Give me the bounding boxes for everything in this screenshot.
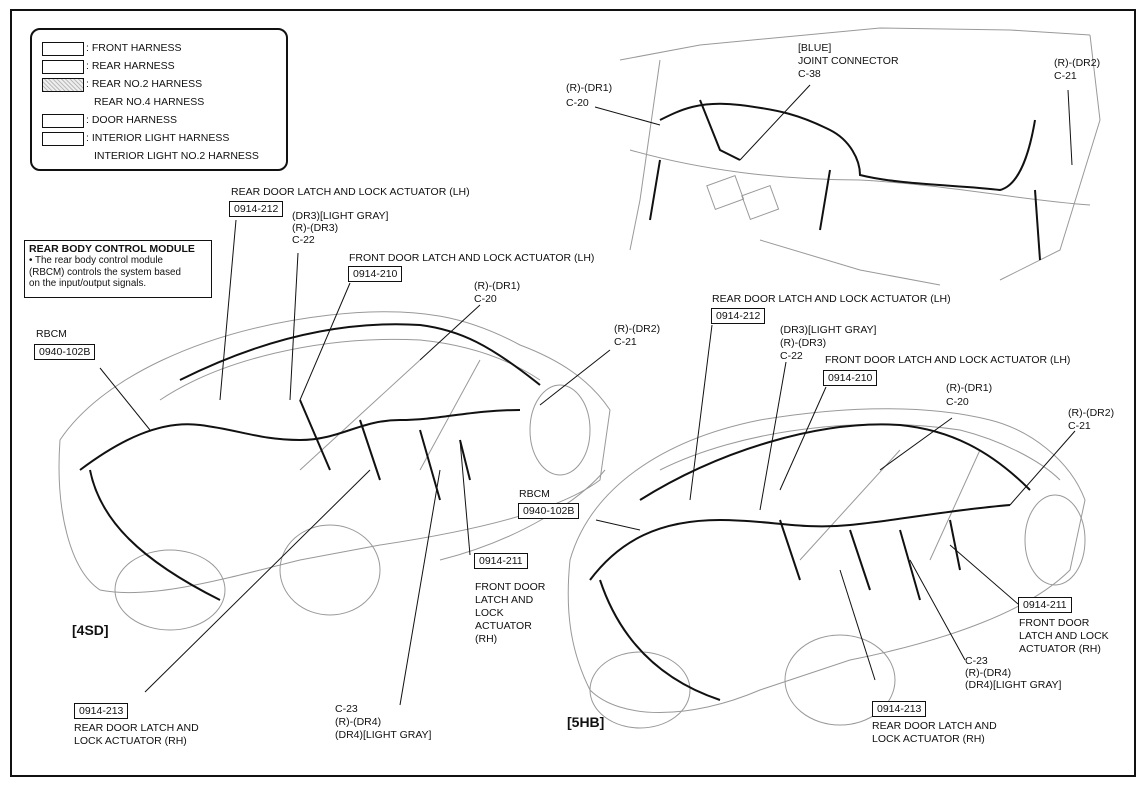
hb-rear-lh-code: 0914-212 — [711, 308, 766, 324]
sd-c22-color: (DR3)[LIGHT GRAY] — [292, 210, 389, 222]
sd-front-rh-line: LOCK — [475, 607, 504, 619]
hb-c23-circuit: (R)-(DR4) — [965, 667, 1012, 679]
hb-front-lh-title: FRONT DOOR LATCH AND LOCK ACTUATOR (LH) — [825, 354, 1071, 366]
sd-rear-rh-code: 0914-213 — [74, 703, 129, 719]
top-c21-connector: C-21 — [1054, 70, 1077, 82]
top-joint-connector: JOINT CONNECTOR — [798, 55, 899, 67]
harness-legend: : FRONT HARNESS : REAR HARNESS : REAR NO… — [30, 28, 288, 171]
hb-c20-connector: C-20 — [946, 396, 969, 408]
hb-c23-color: (DR4)[LIGHT GRAY] — [965, 679, 1062, 691]
top-c38-color: [BLUE] — [798, 42, 832, 54]
door-harness-swatch — [42, 114, 84, 128]
sd-front-rh-line: FRONT DOOR — [475, 581, 546, 593]
top-c20-connector: C-20 — [566, 97, 589, 109]
hb-front-rh-line: FRONT DOOR — [1019, 617, 1090, 629]
hb-rear-rh-line: REAR DOOR LATCH AND — [872, 720, 997, 732]
front-harness-swatch — [42, 42, 84, 56]
sd-rear-lh-code: 0914-212 — [229, 201, 284, 217]
legend-item: INTERIOR LIGHT NO.2 HARNESS — [94, 150, 259, 162]
top-c20-circuit: (R)-(DR1) — [566, 82, 613, 94]
sd-c20-connector: C-20 — [474, 293, 497, 305]
rear-no2-harness-swatch — [42, 78, 84, 92]
sd-c22-circuit: (R)-(DR3) — [292, 222, 339, 234]
rear-harness-swatch — [42, 60, 84, 74]
sd-c21-connector: C-21 — [614, 336, 637, 348]
hb-front-rh-line: LATCH AND LOCK — [1019, 630, 1109, 642]
interior-light-harness-swatch — [42, 132, 84, 146]
hb-c22-circuit: (R)-(DR3) — [780, 337, 827, 349]
note-line: • The rear body control module — [29, 255, 163, 266]
hb-c22-color: (DR3)[LIGHT GRAY] — [780, 324, 877, 336]
hb-rbcm-code: 0940-102B — [518, 503, 580, 519]
hb-c23-connector: C-23 — [965, 655, 988, 667]
sd-c21-circuit: (R)-(DR2) — [614, 323, 661, 335]
hb-front-lh-code: 0914-210 — [823, 370, 878, 386]
sd-front-rh-line: LATCH AND — [475, 594, 534, 606]
sd-rbcm-label: RBCM — [36, 328, 67, 340]
sd-front-rh-code: 0914-211 — [474, 553, 528, 569]
sd-c20-circuit: (R)-(DR1) — [474, 280, 521, 292]
hb-front-rh-line: ACTUATOR (RH) — [1019, 643, 1101, 655]
sd-c23-color: (DR4)[LIGHT GRAY] — [335, 729, 432, 741]
legend-item: : FRONT HARNESS — [86, 42, 182, 54]
sd-rbcm-code: 0940-102B — [34, 344, 96, 360]
sd-rear-lh-title: REAR DOOR LATCH AND LOCK ACTUATOR (LH) — [231, 186, 470, 198]
hb-rear-rh-line: LOCK ACTUATOR (RH) — [872, 733, 985, 745]
rbcm-note: REAR BODY CONTROL MODULE • The rear body… — [24, 240, 212, 298]
sd-rear-rh-line: REAR DOOR LATCH AND — [74, 722, 199, 734]
sd-c23-circuit: (R)-(DR4) — [335, 716, 382, 728]
hb-front-rh-code: 0914-211 — [1018, 597, 1072, 613]
hb-c22-connector: C-22 — [780, 350, 803, 362]
sd-front-lh-code: 0914-210 — [348, 266, 403, 282]
legend-item: : REAR HARNESS — [86, 60, 175, 72]
note-line: (RBCM) controls the system based — [29, 266, 181, 278]
hb-rbcm-label: RBCM — [519, 488, 550, 500]
hb-rear-rh-code: 0914-213 — [872, 701, 927, 717]
note-line: on the input/output signals. — [29, 278, 147, 289]
hb-rear-lh-title: REAR DOOR LATCH AND LOCK ACTUATOR (LH) — [712, 293, 951, 305]
sd-front-lh-title: FRONT DOOR LATCH AND LOCK ACTUATOR (LH) — [349, 252, 595, 264]
hb-c21-connector: C-21 — [1068, 420, 1091, 432]
top-c21-circuit: (R)-(DR2) — [1054, 57, 1101, 69]
sd-c23-connector: C-23 — [335, 703, 358, 715]
hb-model-label: [5HB] — [567, 714, 605, 730]
sd-model-label: [4SD] — [72, 622, 109, 638]
note-title: REAR BODY CONTROL MODULE — [29, 243, 195, 255]
diagram-frame — [10, 9, 1136, 777]
legend-item: : INTERIOR LIGHT HARNESS — [86, 132, 230, 144]
legend-item: REAR NO.4 HARNESS — [94, 96, 205, 108]
top-c38-connector: C-38 — [798, 68, 821, 80]
hb-c20-circuit: (R)-(DR1) — [946, 382, 993, 394]
sd-front-rh-line: ACTUATOR — [475, 620, 532, 632]
sd-front-rh-line: (RH) — [475, 633, 498, 645]
sd-rear-rh-line: LOCK ACTUATOR (RH) — [74, 735, 187, 747]
legend-item: : DOOR HARNESS — [86, 114, 178, 126]
legend-item: : REAR NO.2 HARNESS — [86, 78, 203, 90]
sd-c22-connector: C-22 — [292, 234, 315, 246]
hb-c21-circuit: (R)-(DR2) — [1068, 407, 1115, 419]
